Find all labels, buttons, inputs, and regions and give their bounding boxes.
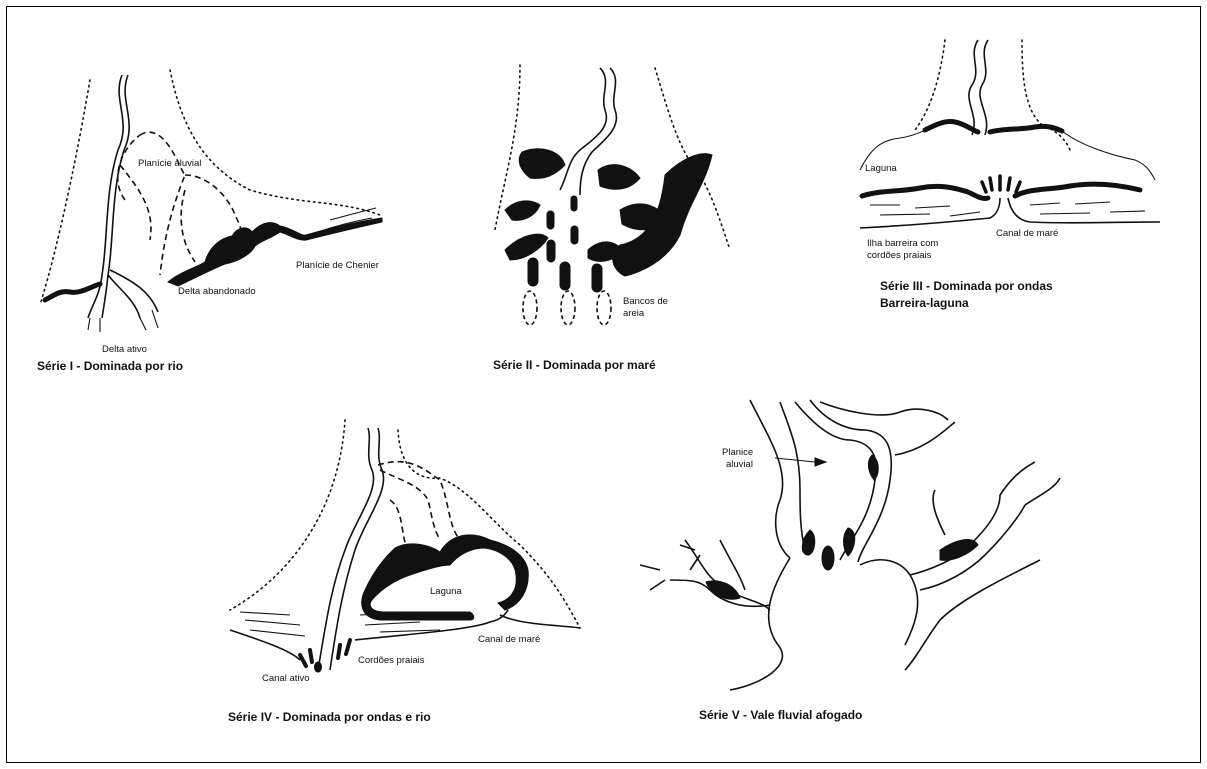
s5-arrow-shaft (775, 458, 815, 462)
s2-sandbar-1 (571, 196, 577, 211)
s3-marsh-shore-right (990, 126, 1062, 132)
s5-label-aluvial: aluvial (726, 459, 753, 470)
s1-delta-mouths (88, 310, 158, 332)
s4-river-bank-1 (318, 428, 374, 670)
s2-sandbar-outline-2 (561, 291, 575, 325)
s5-marsh-6 (940, 540, 978, 561)
s5-marsh-3 (844, 528, 855, 556)
s3-caption-line2: Barreira-laguna (880, 296, 969, 310)
s1-label-delta-abandonado: Delta abandonado (178, 286, 256, 297)
s1-label-delta-ativo: Delta ativo (102, 344, 147, 355)
s5-shore-right (905, 560, 1040, 670)
series-2-diagram (495, 65, 730, 325)
s1-label-planicie-chenier: Planície de Chenier (296, 260, 379, 271)
s1-abandoned-channel-2 (120, 165, 151, 240)
s4-abandoned-channel-1 (380, 470, 440, 540)
s4-active-channel-bar (315, 662, 322, 672)
s2-label-bancos-de: Bancos de (623, 296, 668, 307)
s4-valley-left-dotted (230, 420, 345, 610)
s1-distributary-1 (108, 275, 140, 318)
s3-label-cordoes-praiais: cordões praiais (867, 250, 932, 261)
s4-beach-outer-right-2 (500, 615, 580, 628)
s2-label-areia: areia (623, 308, 645, 319)
s5-left-tributary (685, 540, 770, 610)
s3-river-bank-1 (969, 40, 978, 135)
s2-sandbar-6 (560, 262, 570, 290)
s3-barrier-inner-left (862, 186, 988, 198)
s3-label-laguna: Laguna (865, 163, 897, 174)
s3-label-canal-mare: Canal de maré (996, 228, 1058, 239)
s4-label-canal-mare: Canal de maré (478, 634, 540, 645)
s2-marsh-2 (505, 201, 540, 220)
s5-left-branches (640, 545, 700, 590)
s3-beach-ridges (870, 202, 1145, 216)
s5-right-branches (933, 462, 1060, 535)
s2-sandbar-2 (547, 211, 554, 229)
s5-marsh-5 (706, 581, 740, 599)
s3-river-bank-2 (980, 40, 988, 135)
s5-caption: Série V - Vale fluvial afogado (699, 708, 862, 722)
s4-label-canal-ativo: Canal ativo (262, 673, 310, 684)
s1-abandoned-channel-3 (140, 132, 185, 275)
s1-abandoned-channel-5 (181, 190, 195, 262)
s3-valley-right-dotted (1022, 40, 1070, 150)
s2-sandbar-3 (571, 226, 578, 244)
series-5-diagram (640, 400, 1060, 690)
s4-valley-right-dotted (398, 430, 580, 628)
s5-valley-wall-left-2 (780, 402, 805, 550)
s3-barrier-inner-right (1015, 184, 1140, 196)
s4-mouth-bars (300, 640, 350, 666)
s2-caption: Série II - Dominada por maré (493, 358, 656, 372)
s5-tributary-right (820, 402, 948, 420)
s4-label-cordoes-praiais: Cordões praiais (358, 655, 425, 666)
s4-caption: Série IV - Dominada por ondas e rio (228, 710, 431, 724)
s1-label-planicie-aluvial: Planície aluvial (138, 158, 201, 169)
s2-marsh-1 (519, 149, 565, 179)
s3-barrier-outer-left (860, 198, 1000, 228)
s4-lagoon-marsh-ring (362, 535, 529, 620)
s5-marsh-2 (822, 546, 834, 570)
s2-sandbar-4 (547, 240, 555, 262)
s3-marsh-shore-left (925, 122, 978, 132)
s2-sandbar-outline-3 (597, 291, 611, 325)
s3-label-ilha-barreira: Ilha barreira com (867, 238, 938, 249)
s2-sandbar-7 (592, 264, 602, 292)
s5-label-planice: Planice (722, 447, 753, 458)
s5-shore-middle (860, 560, 918, 645)
s1-valley-left-dotted (40, 80, 90, 305)
s4-label-laguna: Laguna (430, 586, 462, 597)
s1-valley-right-dotted (170, 70, 380, 215)
s3-barrier-outer-right (1008, 198, 1160, 223)
s2-marsh-4 (598, 165, 640, 190)
s5-right-tributary-1 (910, 495, 1000, 575)
s5-marsh-1 (802, 530, 815, 555)
s5-valley-wall-right (895, 422, 955, 455)
s1-coast-left (45, 284, 100, 300)
s1-delta-shoreline (168, 218, 382, 286)
s5-marsh-4 (868, 455, 878, 480)
s3-tidal-delta (982, 176, 1020, 192)
s2-sandbar-outline-1 (523, 291, 537, 325)
s3-valley-left-dotted (915, 40, 945, 130)
s3-caption-line1: Série III - Dominada por ondas (880, 279, 1053, 293)
s2-marsh-3 (505, 234, 548, 260)
s1-river-right-bank (102, 75, 129, 318)
s5-valley-wall-left-1 (750, 400, 790, 558)
s1-caption: Série I - Dominada por rio (37, 359, 183, 373)
series-3-diagram (860, 40, 1160, 228)
s5-arrow-head-icon (815, 458, 826, 466)
s2-sandbar-5 (528, 258, 538, 286)
s1-river-left-bank (88, 75, 123, 318)
s3-lagoon-inner-shore-right (1062, 131, 1155, 180)
